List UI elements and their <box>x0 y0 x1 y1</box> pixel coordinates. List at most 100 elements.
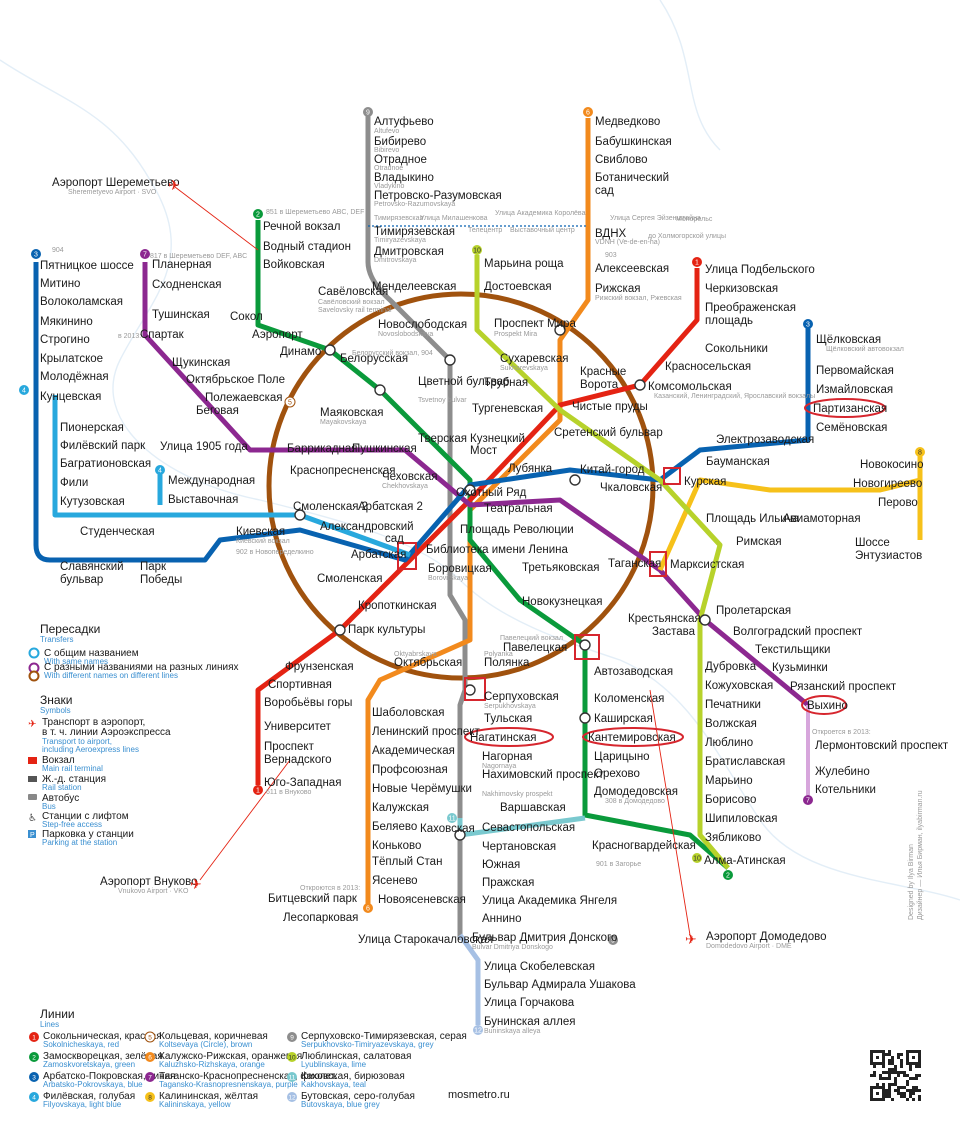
station-vorobyovy-gory[interactable]: Воробьёвы горы <box>264 697 352 709</box>
station-kuzminki[interactable]: Кузьминки <box>772 662 828 674</box>
station-semyonovskaya[interactable]: Семёновская <box>816 422 887 434</box>
station-tyoply-stan[interactable]: Тёплый Стан <box>372 856 442 868</box>
station-mezhdunarodnaya[interactable]: Международная <box>168 475 255 487</box>
station-smolenskaya-2[interactable]: Смоленская 2 <box>293 501 368 513</box>
station-marksistskaya[interactable]: Марксистская <box>670 559 744 571</box>
station-krasnogvardeyskaya[interactable]: Красногвардейская <box>592 840 696 852</box>
station-cherkizovskaya[interactable]: Черкизовская <box>705 283 778 295</box>
station-rizhskaya[interactable]: Рижская <box>595 283 640 295</box>
station-slavyansky-bulvar[interactable]: Славянский <box>60 561 124 573</box>
station-skhodnenskaya[interactable]: Сходненская <box>152 279 222 291</box>
station-mayakovskaya[interactable]: Маяковская <box>320 407 384 419</box>
station-turgenevskaya[interactable]: Тургеневская <box>472 403 543 415</box>
station-ulitsa-podbelskogo[interactable]: Улица Подбельского <box>705 264 815 276</box>
station-sukharevskaya[interactable]: Сухаревская <box>500 353 569 365</box>
station-starokachalovskaya[interactable]: Улица Старокачаловская <box>358 934 493 946</box>
station-altufevo[interactable]: Алтуфьево <box>374 116 434 128</box>
station-krestyanskaya-zastava[interactable]: Крестьянская <box>628 613 701 625</box>
station-voykovskaya[interactable]: Войковская <box>263 259 325 271</box>
station-volzhskaya[interactable]: Волжская <box>705 718 757 730</box>
station-preobrazhenskaya[interactable]: Преображенская <box>705 302 796 314</box>
station-chertanovskaya[interactable]: Чертановская <box>482 841 556 853</box>
station-komsomolskaya[interactable]: Комсомольская <box>648 381 732 393</box>
station-universitet[interactable]: Университет <box>264 721 332 733</box>
station-chistye-prudy[interactable]: Чистые пруды <box>572 401 648 413</box>
station-zyablikovo[interactable]: Зябликово <box>705 832 761 844</box>
qr-code[interactable] <box>870 1050 921 1101</box>
station-pervomayskaya[interactable]: Первомайская <box>816 365 894 377</box>
station-spartak[interactable]: Спартак <box>140 329 185 341</box>
station-ushakova[interactable]: Бульвар Адмирала Ушакова <box>484 979 636 991</box>
station-serpukhovskaya[interactable]: Серпуховская <box>484 691 559 703</box>
station-pionerskaya[interactable]: Пионерская <box>60 422 124 434</box>
station-akademicheskaya[interactable]: Академическая <box>372 745 455 757</box>
station-baumanskaya[interactable]: Бауманская <box>706 456 770 468</box>
station-prospekt-vernadskogo[interactable]: Проспект <box>264 741 315 753</box>
station-mitino[interactable]: Митино <box>40 278 80 290</box>
station-krylatskoe[interactable]: Крылатское <box>40 353 103 365</box>
station-barrikadnaya[interactable]: Баррикадная <box>287 443 358 455</box>
station-orekhovo[interactable]: Орехово <box>594 768 640 780</box>
station-dinamo[interactable]: Динамо <box>280 346 321 358</box>
station-arbatskaya[interactable]: Арбатская <box>351 549 406 561</box>
station-maryina-roshcha[interactable]: Марьина роща <box>484 258 564 270</box>
station-ploshchad-revolyutsii[interactable]: Площадь Революции <box>460 524 574 536</box>
station-sviblovo[interactable]: Свиблово <box>595 154 648 166</box>
station-novoyasenevskaya[interactable]: Новоясеневская <box>378 894 466 906</box>
station-sevastopolskaya[interactable]: Севастопольская <box>482 822 575 834</box>
station-krasnoselskaya[interactable]: Красносельская <box>665 361 751 373</box>
station-myakinino[interactable]: Мякинино <box>40 316 93 328</box>
station-yugo-zapadnaya[interactable]: Юго-Западная <box>264 777 341 789</box>
station-novogireevo[interactable]: Новогиреево <box>853 478 922 490</box>
station-yangelya[interactable]: Улица Академика Янгеля <box>482 895 617 907</box>
station-tsaritsyno[interactable]: Царицыно <box>594 751 650 763</box>
station-leninsky-prospekt[interactable]: Ленинский проспект <box>372 726 480 738</box>
station-kutuzovskaya[interactable]: Кутузовская <box>60 496 125 508</box>
station-polyanka[interactable]: Полянка <box>484 657 530 669</box>
station-volokolamskaya[interactable]: Волоколамская <box>40 296 123 308</box>
station-elektrozavodskaya[interactable]: Электрозаводская <box>716 434 814 446</box>
station-kantemirovskaya[interactable]: Кантемировская <box>588 732 676 744</box>
station-kurskaya[interactable]: Курская <box>684 476 726 488</box>
station-aeroport[interactable]: Аэропорт <box>252 329 303 341</box>
station-studencheskaya[interactable]: Студенческая <box>80 526 155 538</box>
station-fili[interactable]: Фили <box>60 477 88 489</box>
station-tulskaya[interactable]: Тульская <box>484 713 532 725</box>
station-novye-cheryomushki[interactable]: Новые Черёмушки <box>372 783 472 795</box>
station-biblioteka-lenina[interactable]: Библиотека имени Ленина <box>426 544 568 556</box>
station-prazhskaya[interactable]: Пражская <box>482 877 534 889</box>
station-kitay-gorod[interactable]: Китай-город <box>580 464 645 476</box>
airport-vnukovo[interactable]: Аэропорт Внуково <box>100 876 198 888</box>
station-proletarskaya[interactable]: Пролетарская <box>716 605 791 617</box>
station-yuzhnaya[interactable]: Южная <box>482 859 520 871</box>
station-strogino[interactable]: Строгино <box>40 334 90 346</box>
station-vykhino[interactable]: Выхино <box>807 700 848 712</box>
station-skobelevskaya[interactable]: Улица Скобелевская <box>484 961 595 973</box>
station-frunzenskaya[interactable]: Фрунзенская <box>285 661 354 673</box>
station-kievskaya[interactable]: Киевская <box>236 526 285 538</box>
station-bratislavskaya[interactable]: Братиславская <box>705 756 785 768</box>
station-tushinskaya[interactable]: Тушинская <box>152 309 210 321</box>
station-avtozavodskaya[interactable]: Автозаводская <box>594 666 673 678</box>
station-lesoparkovaya[interactable]: Лесопарковая <box>283 912 358 924</box>
station-tekstilshchiki[interactable]: Текстильщики <box>755 644 830 656</box>
station-vystavochnaya[interactable]: Выставочная <box>168 494 238 506</box>
station-molodyozhnaya[interactable]: Молодёжная <box>40 371 109 383</box>
station-pushkinskaya[interactable]: Пушкинская <box>352 443 417 455</box>
station-kashirskaya[interactable]: Каширская <box>594 713 653 725</box>
station-medvedkovo[interactable]: Медведково <box>595 116 660 128</box>
airport-sheremetyevo[interactable]: Аэропорт Шереметьево <box>52 177 180 189</box>
station-planernaya[interactable]: Планерная <box>152 259 212 271</box>
station-borisovo[interactable]: Борисово <box>705 794 756 806</box>
station-yasenevo[interactable]: Ясенево <box>372 875 418 887</box>
station-arbatskaya-2[interactable]: Арбатская 2 <box>358 501 423 513</box>
station-sretensky-bulvar[interactable]: Сретенский бульвар <box>554 427 663 439</box>
station-nagatinskaya[interactable]: Нагатинская <box>470 732 536 744</box>
station-alekseevskaya[interactable]: Алексеевская <box>595 263 669 275</box>
station-trubnaya[interactable]: Трубная <box>484 377 528 389</box>
station-prospekt-mira[interactable]: Проспект Мира <box>494 318 576 330</box>
station-botanichesky-sad[interactable]: Ботанический <box>595 172 669 184</box>
station-annino[interactable]: Аннино <box>482 913 522 925</box>
station-domodedovskaya[interactable]: Домодедовская <box>594 786 678 798</box>
station-partizanskaya[interactable]: Партизанская <box>813 403 887 415</box>
